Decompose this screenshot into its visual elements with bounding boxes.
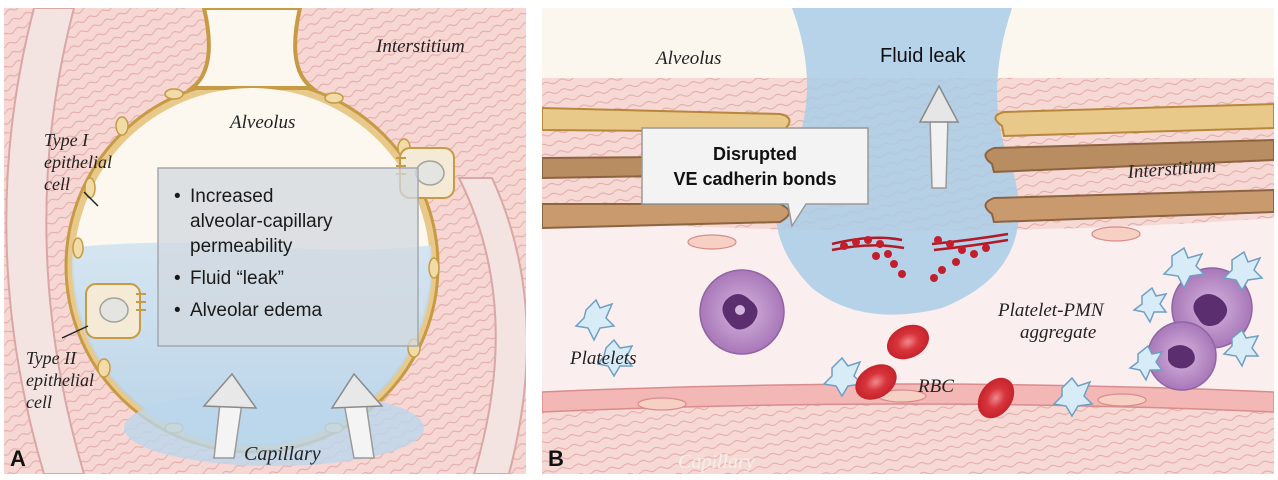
pmn-cell-left <box>700 270 784 354</box>
type2-cell-left <box>86 284 146 338</box>
panel-a: Interstitium Alveolus Type I epithelial … <box>4 8 526 474</box>
bullet-1-line2: alveolar-capillary <box>190 211 333 232</box>
bullet-3: Alveolar edema <box>190 300 322 321</box>
callout-b-line1: Disrupted <box>713 144 797 164</box>
label-alveolus-b: Alveolus <box>654 48 721 69</box>
label-alveolus-a: Alveolus <box>228 112 295 133</box>
label-type1-line2: epithelial <box>44 152 112 172</box>
label-type1-line1: Type I <box>44 130 89 150</box>
label-rbc: RBC <box>917 376 954 397</box>
label-capillary-b: Capillary <box>678 451 755 473</box>
bullet-dot: • <box>174 300 181 321</box>
panel-letter-a: A <box>10 446 26 471</box>
panel-a-illustration: Interstitium Alveolus Type I epithelial … <box>4 8 526 474</box>
label-type1-line3: cell <box>44 174 70 194</box>
bullet-2: Fluid “leak” <box>190 268 284 289</box>
label-capillary-a: Capillary <box>244 443 321 465</box>
panel-b: Disrupted VE cadherin bonds Alveolus Flu… <box>542 8 1274 474</box>
label-fluid-leak: Fluid leak <box>880 45 967 67</box>
label-type2-line3: cell <box>26 392 52 412</box>
bullet-1-line1: Increased <box>190 186 273 207</box>
label-platelets: Platelets <box>569 348 636 369</box>
label-type2-line1: Type II <box>26 348 77 368</box>
bullet-1-line3: permeability <box>190 236 293 257</box>
label-platelet-pmn-1: Platelet-PMN <box>997 300 1105 321</box>
label-interstitium-a: Interstitium <box>375 36 465 57</box>
alveolar-duct <box>192 8 312 88</box>
panel-letter-b: B <box>548 446 564 471</box>
label-type2-line2: epithelial <box>26 370 94 390</box>
bullet-dot: • <box>174 186 181 207</box>
panel-b-illustration: Disrupted VE cadherin bonds Alveolus Flu… <box>542 8 1274 474</box>
callout-b-line2: VE cadherin bonds <box>673 169 836 189</box>
bullet-dot: • <box>174 268 181 289</box>
label-platelet-pmn-2: aggregate <box>1020 322 1096 343</box>
